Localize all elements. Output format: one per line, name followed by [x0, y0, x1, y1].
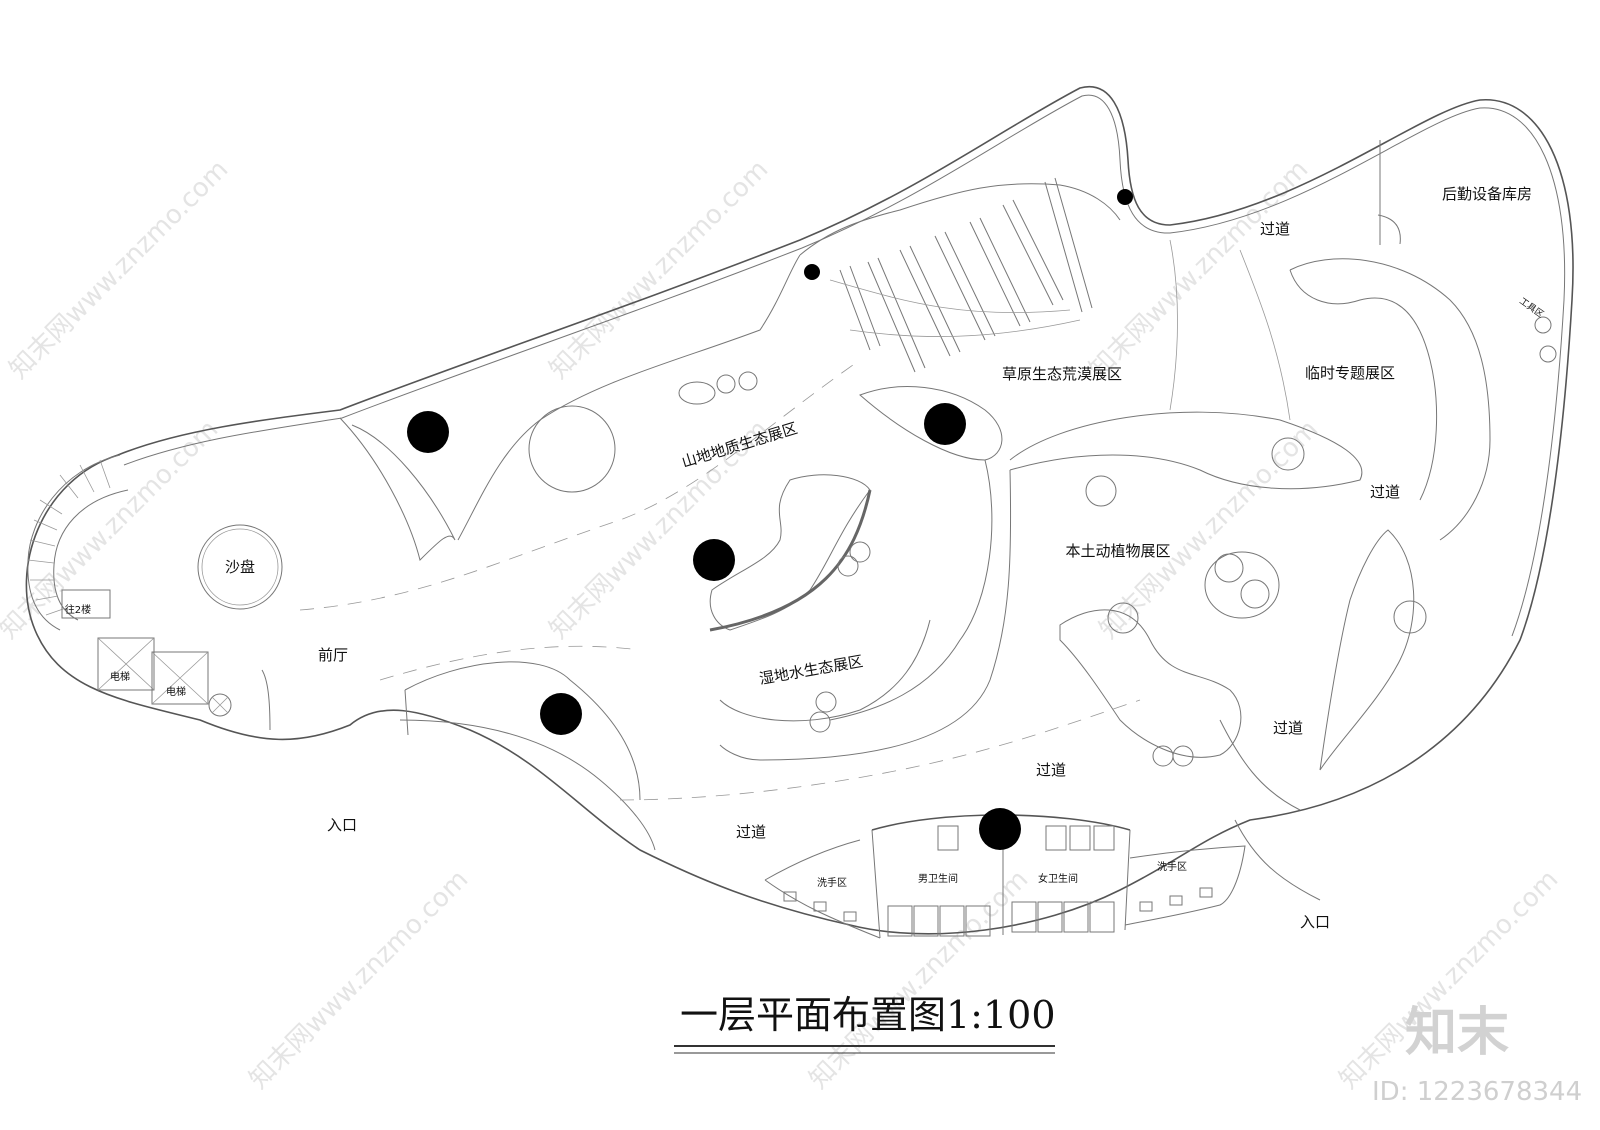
walkway-paths	[299, 239, 1291, 801]
zone-label-sandbox: 沙盘	[225, 558, 255, 576]
passage-label: 过道	[736, 823, 766, 841]
watermark-text: 知末网www.znzmo.com	[0, 414, 224, 645]
id-watermark: ID: 1223678344	[1372, 1077, 1582, 1107]
watermark-text: 知末网www.znzmo.com	[1094, 414, 1325, 645]
building-outline	[25, 85, 1574, 935]
zone-label-tools: 工具区	[1517, 296, 1545, 321]
passage-label: 过道	[1036, 761, 1066, 779]
zone-label-wetland: 湿地水生态展区	[758, 652, 865, 688]
elevator-block	[97, 637, 232, 717]
drawing-title: 一层平面布置图1:100	[680, 993, 1056, 1037]
building-inner-outline	[123, 94, 1566, 637]
watermark-text: 知末网www.znzmo.com	[4, 154, 235, 385]
zone-label-women-wc: 女卫生间	[1038, 872, 1078, 885]
viewpoint-marker	[693, 539, 735, 581]
spiral-stair	[27, 454, 129, 631]
zone-label-wash-right: 洗手区	[1157, 860, 1187, 873]
passage-label: 过道	[1370, 483, 1400, 501]
viewpoint-marker	[924, 403, 966, 445]
sinks	[783, 887, 1213, 922]
native-zone-features	[1059, 316, 1557, 767]
entrance-label: 入口	[327, 816, 357, 834]
toilet-stalls	[887, 825, 1115, 937]
entrance-label: 入口	[1300, 913, 1330, 931]
zone-label-wash-left: 洗手区	[817, 876, 847, 889]
zone-label-lobby: 前厅	[318, 646, 348, 664]
brand-watermark: 知末	[1405, 1003, 1509, 1063]
passage-label: 过道	[1260, 220, 1290, 238]
wetland-island	[709, 474, 872, 733]
watermark-text: 知末网www.znzmo.com	[1084, 154, 1315, 385]
zone-label-storage: 后勤设备库房	[1442, 185, 1532, 203]
zone-label-elevator: 电梯	[110, 670, 130, 683]
column-marker	[1117, 189, 1133, 205]
zone-label-grassland: 草原生态荒漠展区	[1002, 365, 1122, 383]
display-circle	[528, 405, 616, 493]
partitions	[261, 140, 1491, 901]
zone-label-to-floor2: 往2楼	[65, 603, 91, 616]
watermark-layer: 知末网www.znzmo.com 知末网www.znzmo.com 知末网www…	[0, 154, 1564, 1095]
watermark-text: 知末网www.znzmo.com	[544, 154, 775, 385]
viewpoint-marker	[979, 808, 1021, 850]
watermark-text: 知末网www.znzmo.com	[244, 864, 475, 1095]
zone-label-elevator: 电梯	[166, 685, 186, 698]
zone-label-men-wc: 男卫生间	[918, 872, 958, 885]
passage-label: 过道	[1273, 719, 1303, 737]
viewpoint-marker	[407, 411, 449, 453]
viewpoint-marker	[540, 693, 582, 735]
watermark-text: 知末网www.znzmo.com	[804, 864, 1035, 1095]
zone-label-native: 本土动植物展区	[1065, 542, 1170, 560]
grassland-structure	[829, 177, 1093, 373]
zone-label-temporary: 临时专题展区	[1305, 364, 1395, 382]
column-marker	[804, 264, 820, 280]
sandbox-circle	[197, 524, 283, 610]
